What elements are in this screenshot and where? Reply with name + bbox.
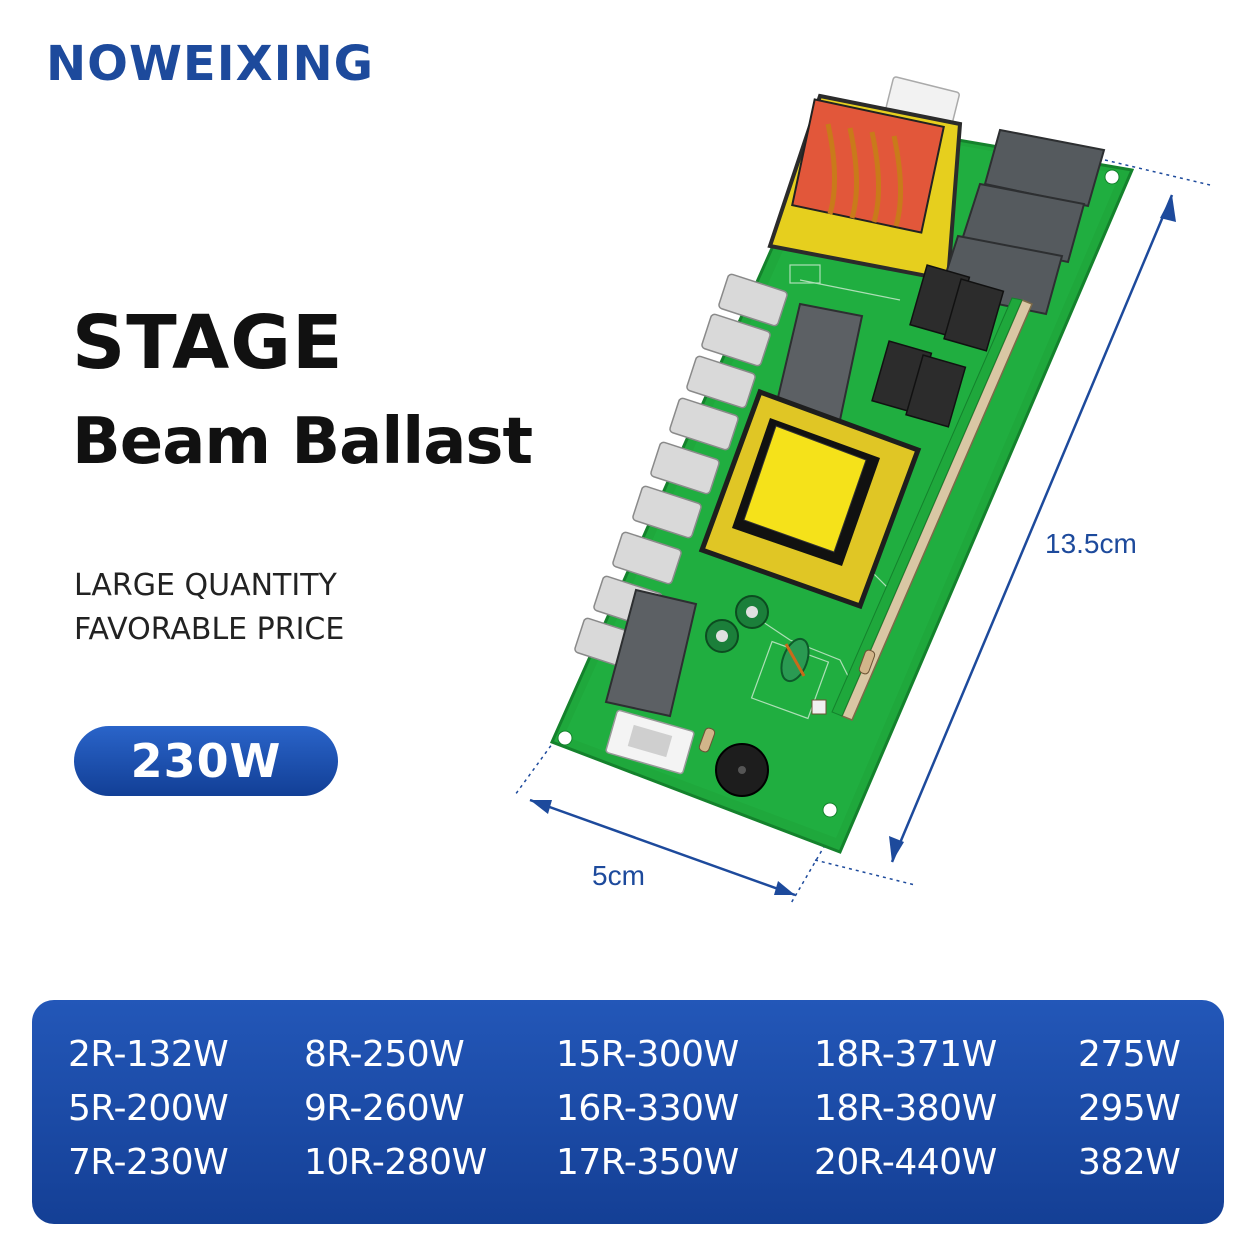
tagline-line-2: FAVORABLE PRICE — [74, 612, 345, 647]
spec-cell: 2R-132W — [68, 1034, 229, 1075]
height-dimension-label: 13.5cm — [1045, 528, 1137, 559]
daughter-board — [831, 297, 1033, 721]
width-dimension-label: 5cm — [592, 860, 645, 891]
dimension-lines — [514, 159, 1211, 906]
heatsink-tabs — [574, 273, 788, 671]
brand-logo: NOWEIXING — [46, 36, 375, 92]
tagline-line-1: LARGE QUANTITY — [74, 568, 337, 603]
transistors — [871, 264, 1005, 428]
electrolytic-capacitors — [705, 595, 769, 653]
buzzer — [715, 743, 769, 797]
main-transformer — [698, 388, 922, 610]
spec-cell: 295W — [1078, 1088, 1181, 1129]
spec-cell: 382W — [1078, 1142, 1181, 1183]
inductor — [780, 637, 810, 683]
ballast-board-illustration — [514, 76, 1211, 906]
spec-cell: 16R-330W — [556, 1088, 739, 1129]
title-line-2: Beam Ballast — [72, 405, 533, 479]
bottom-connector — [605, 709, 695, 775]
wattage-label: 230W — [130, 734, 282, 788]
resistors — [698, 649, 876, 753]
capacitor-block — [604, 302, 864, 718]
spec-cell: 275W — [1078, 1034, 1181, 1075]
spec-cell: 10R-280W — [304, 1142, 487, 1183]
spec-cell: 17R-350W — [556, 1142, 739, 1183]
spec-cell: 8R-250W — [304, 1034, 465, 1075]
spec-cell: 7R-230W — [68, 1142, 229, 1183]
spec-cell: 18R-371W — [814, 1034, 997, 1075]
title-line-1: STAGE — [72, 300, 344, 386]
spec-cell: 20R-440W — [814, 1142, 997, 1183]
spec-cell: 15R-300W — [556, 1034, 739, 1075]
spec-panel: 2R-132W 5R-200W 7R-230W 8R-250W 9R-260W … — [32, 1000, 1224, 1224]
spec-cell: 5R-200W — [68, 1088, 229, 1129]
wattage-badge: 230W — [74, 726, 338, 796]
spec-cell: 9R-260W — [304, 1088, 465, 1129]
coil-transformer — [767, 93, 963, 283]
spec-cell: 18R-380W — [814, 1088, 997, 1129]
